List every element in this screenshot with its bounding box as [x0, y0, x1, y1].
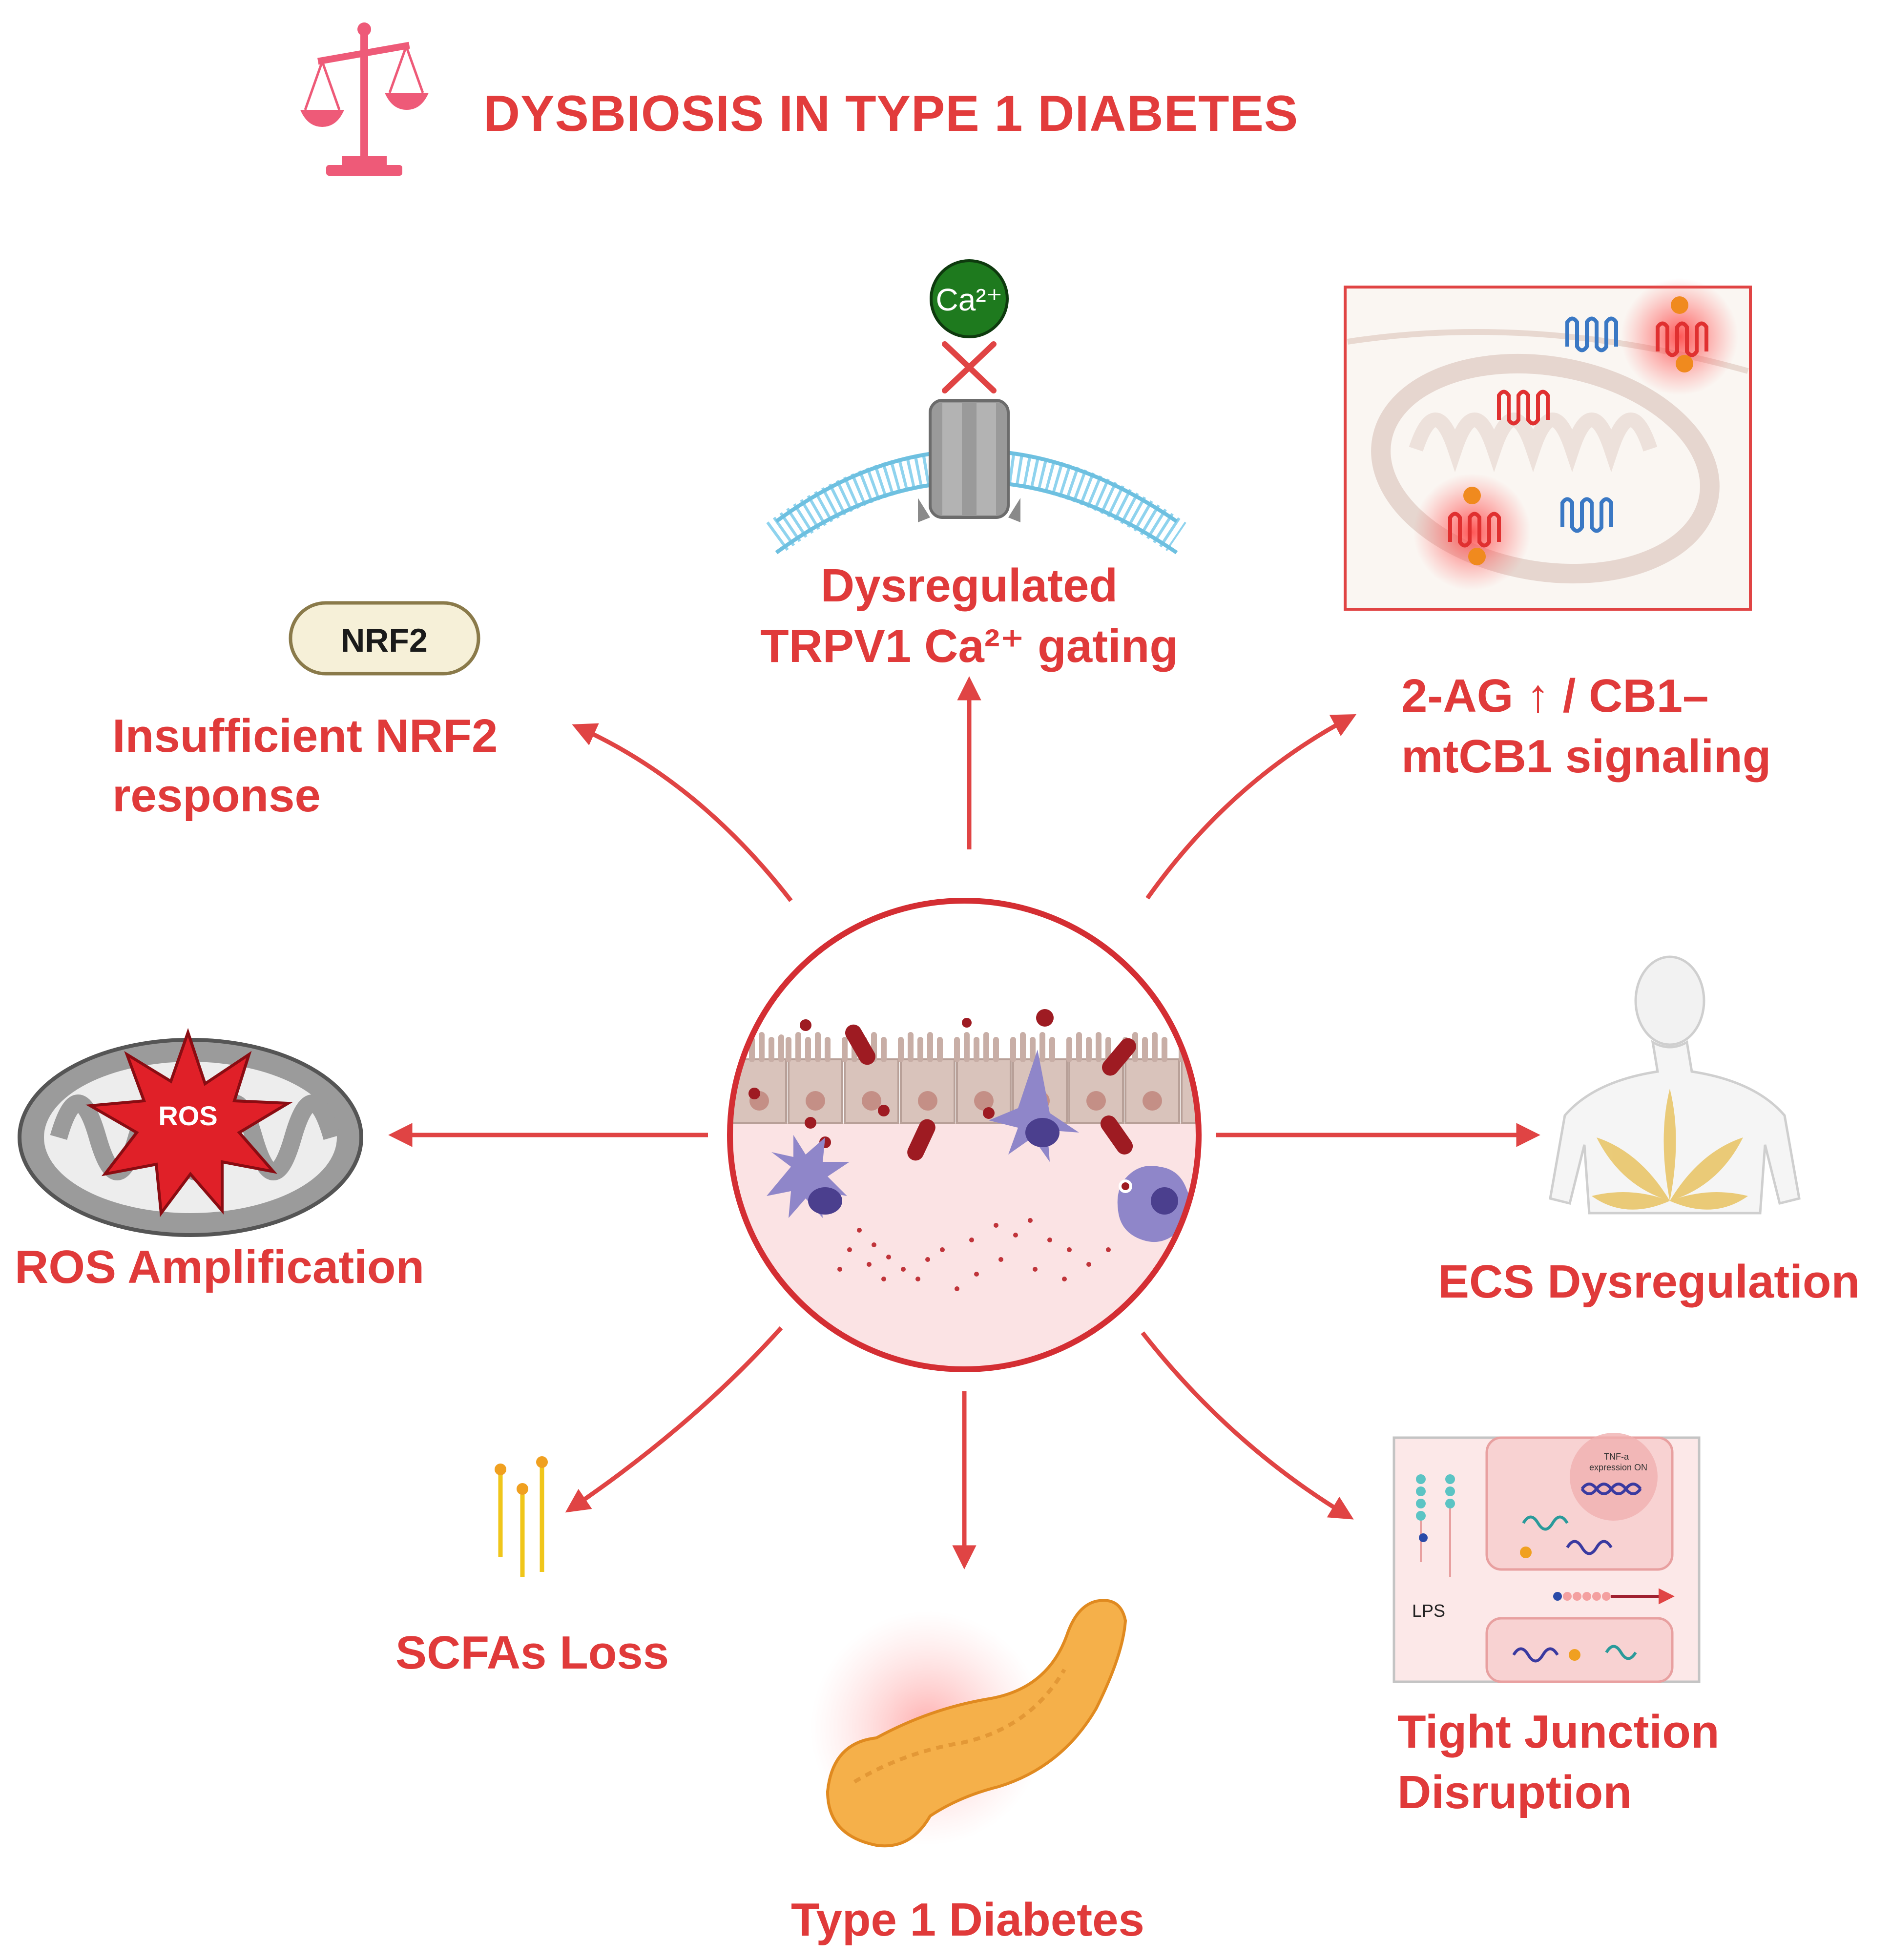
trpv1-channel-icon	[766, 399, 1186, 555]
arrow-to-scfa	[565, 1326, 783, 1513]
trpv1-label-line2: TRPV1 Ca²⁺ gating	[760, 620, 1178, 672]
svg-text:NRF2: NRF2	[341, 622, 428, 659]
arrow-to-tj	[1141, 1331, 1354, 1520]
bacteria	[748, 1009, 1136, 1161]
svg-text:Ca²⁺: Ca²⁺	[936, 282, 1003, 317]
svg-text:expression ON: expression ON	[1589, 1463, 1647, 1472]
tight-junction-panel-icon: TNF-a expression ON LPS	[1392, 1433, 1701, 1683]
trpv1-label-line1: Dysregulated	[821, 559, 1118, 612]
arrow-to-cb1	[1145, 714, 1357, 900]
calcium-ion-icon: Ca²⁺	[930, 259, 1009, 338]
arrow-to-nrf2	[572, 723, 793, 902]
cb1-label-line1: 2-AG ↑ / CB1–	[1401, 670, 1708, 722]
t1d-label: Type 1 Diabetes	[791, 1894, 1144, 1946]
mitochondrion-ros-icon: ROS	[18, 1028, 363, 1237]
human-cannabis-icon	[1549, 955, 1801, 1215]
cytokine-dots	[837, 1218, 1111, 1291]
svg-text:ROS: ROS	[158, 1100, 217, 1131]
ecs-label: ECS Dysregulation	[1438, 1256, 1860, 1308]
pancreas-icon	[810, 1599, 1127, 1848]
scfa-chains-icon	[495, 1456, 548, 1577]
svg-text:LPS: LPS	[1412, 1601, 1445, 1621]
center-gut-illustration	[727, 898, 1202, 1372]
tj-label-line1: Tight Junction	[1397, 1706, 1719, 1758]
page-title: DYSBIOSIS IN TYPE 1 DIABETES	[483, 85, 1298, 142]
svg-text:TNF-a: TNF-a	[1604, 1452, 1629, 1462]
cb1-receptor-panel-icon	[1344, 278, 1752, 611]
immune-cells	[767, 1050, 1190, 1242]
arrows	[388, 676, 1540, 1569]
blocked-x-icon	[942, 341, 997, 393]
nrf2-label-line1: Insufficient NRF2	[112, 710, 498, 762]
nrf2-badge-icon: NRF2	[289, 601, 480, 676]
cb1-label-line2: mtCB1 signaling	[1401, 730, 1771, 783]
scfa-label: SCFAs Loss	[395, 1627, 669, 1679]
ros-label: ROS Amplification	[15, 1241, 424, 1293]
nrf2-label-line2: response	[112, 769, 321, 822]
balance-scale-icon	[300, 22, 429, 176]
tj-label-line2: Disruption	[1397, 1766, 1632, 1818]
